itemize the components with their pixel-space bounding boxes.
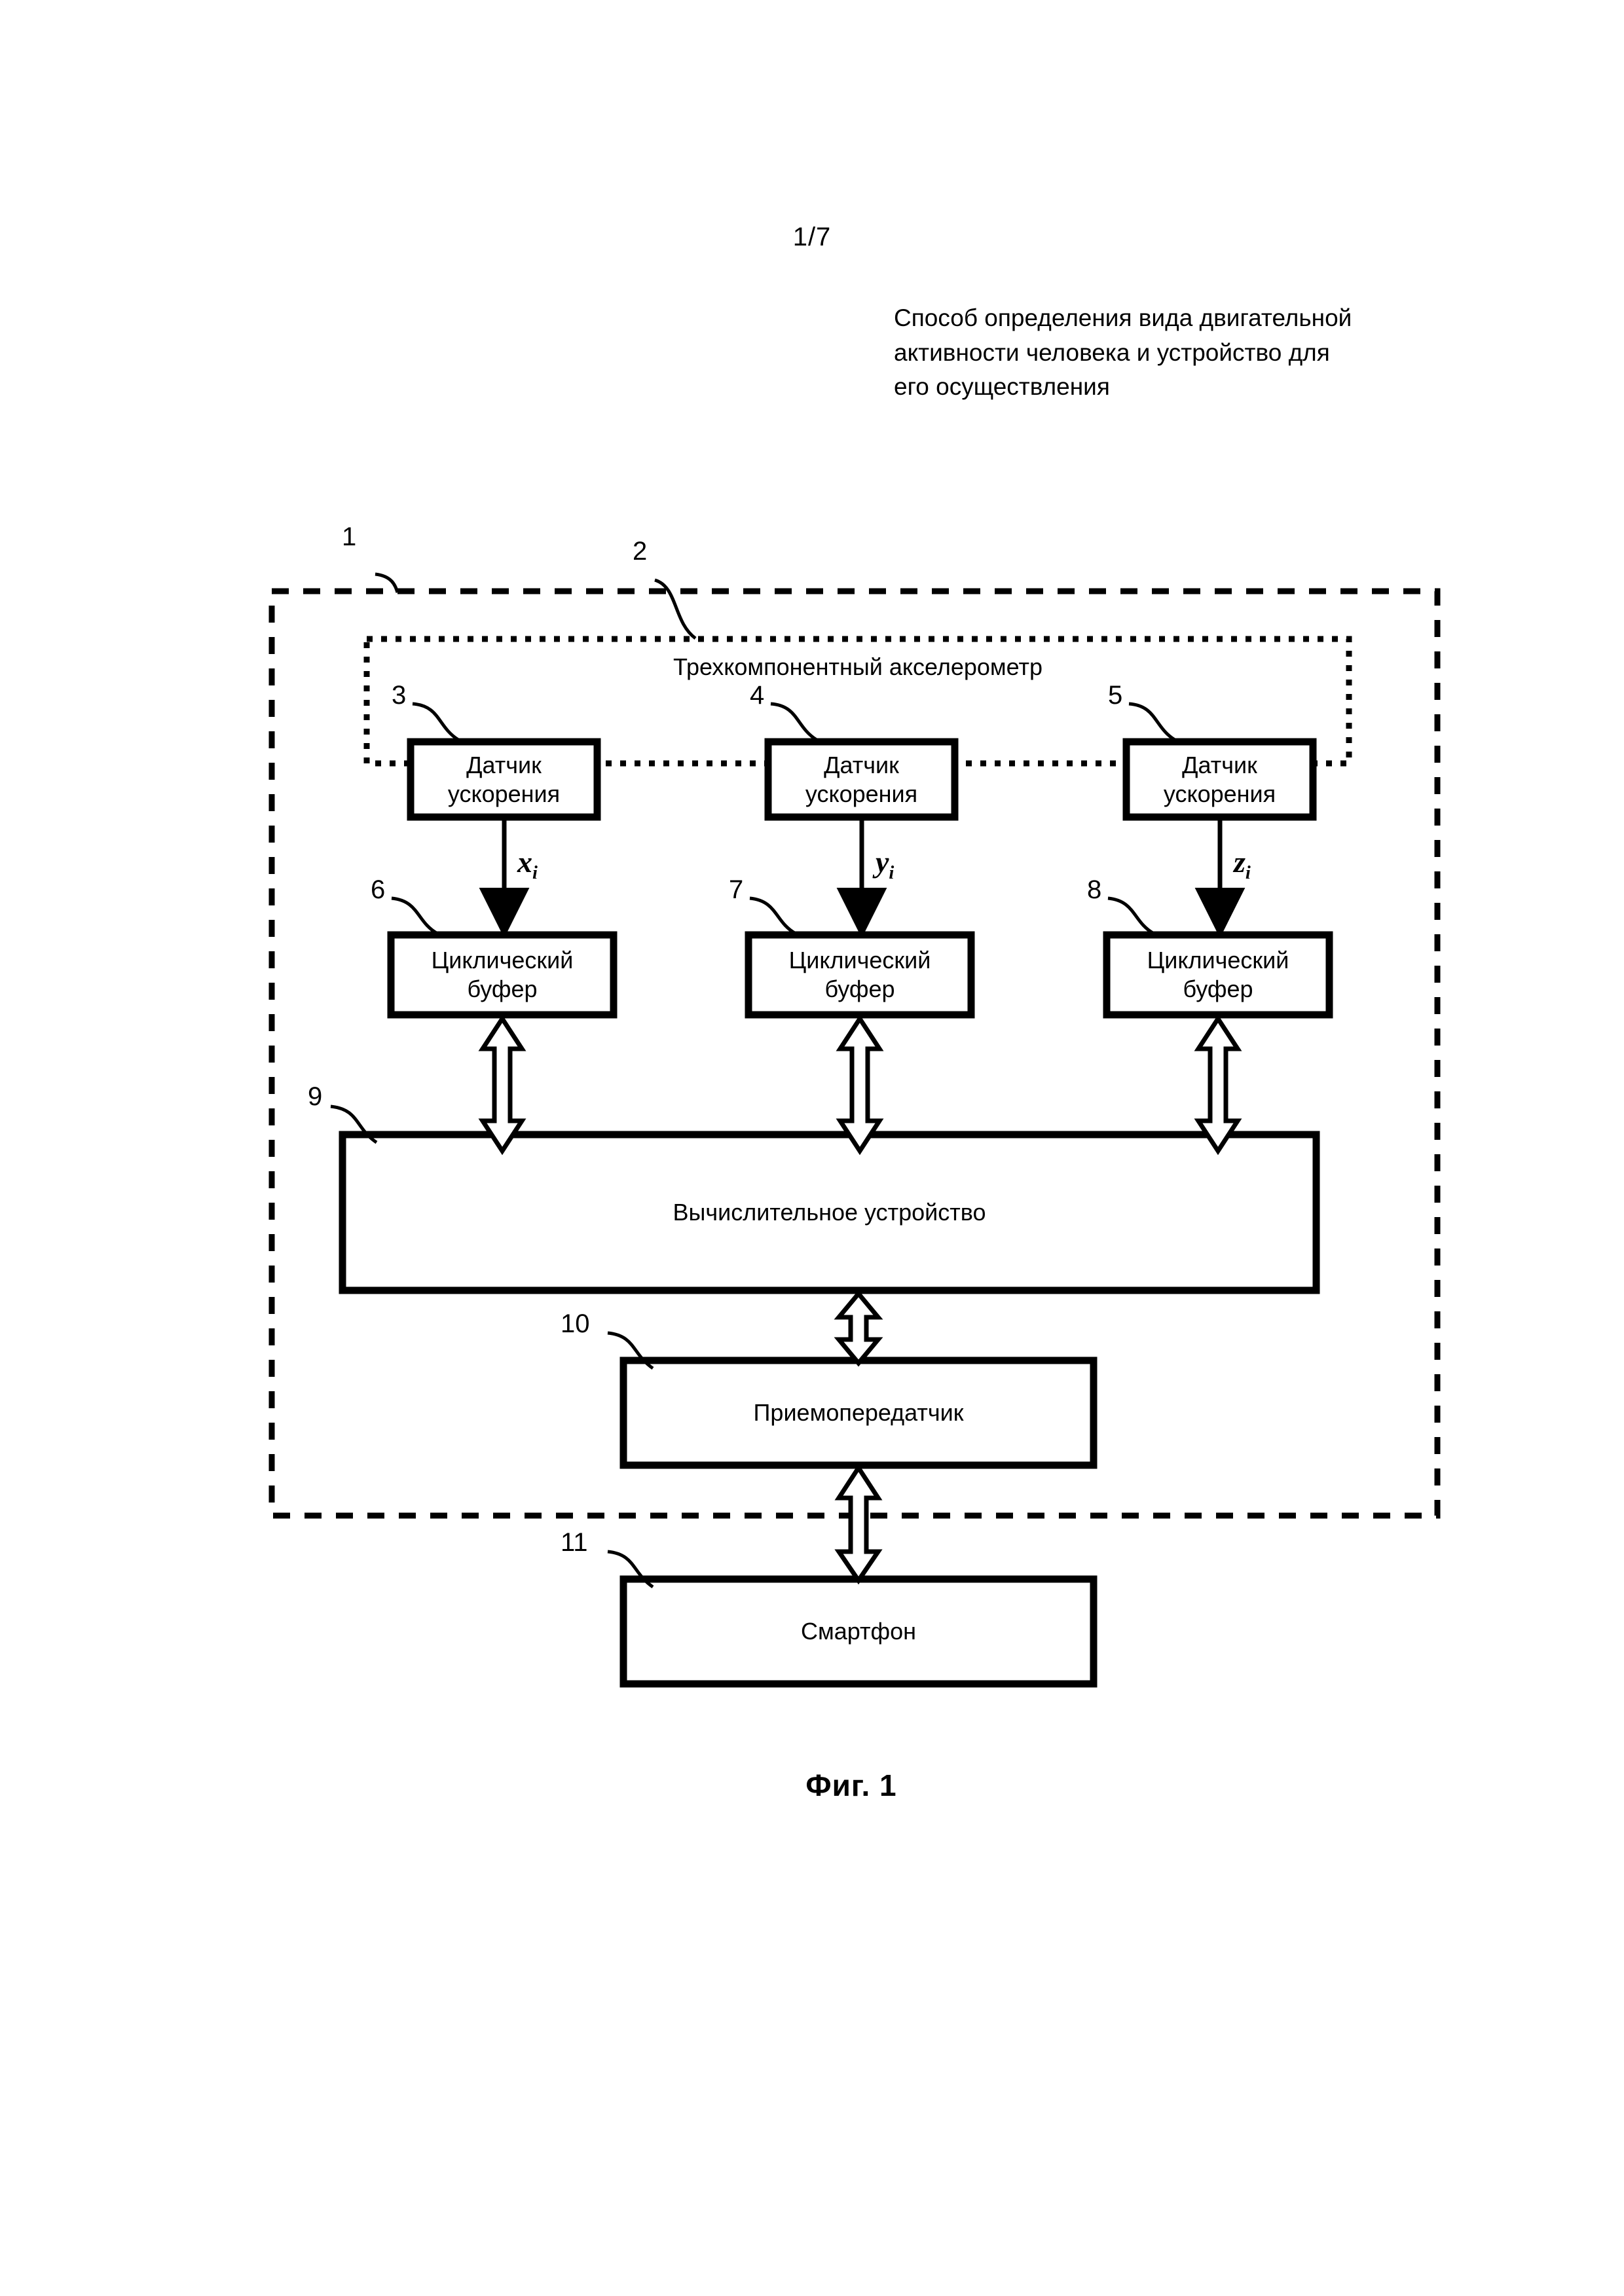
leader-line-3 — [412, 702, 460, 742]
sensor-label-y: Датчик ускорения — [805, 751, 918, 807]
smartphone-label: Смартфон — [800, 1618, 916, 1645]
smartphone-box — [619, 1575, 1098, 1688]
signal-variable-z: zi — [1234, 845, 1251, 884]
leader-line-4 — [770, 702, 818, 742]
ref-number-1: 1 — [342, 522, 357, 551]
leader-line-9 — [330, 1104, 378, 1144]
signal-variable-z-base: z — [1234, 845, 1246, 879]
leader-line-1 — [375, 572, 399, 593]
leader-line-5 — [1128, 702, 1176, 742]
invention-title-line-1: Способ определения вида двигательной — [894, 304, 1352, 331]
leader-line-7 — [749, 896, 797, 936]
bidir-arrow-transceiver-smartphone — [834, 1463, 883, 1585]
invention-title-line-2: активности человека и устройство для — [894, 338, 1330, 366]
invention-title-line-3: его осуществления — [894, 373, 1110, 401]
sensor-box-x — [407, 738, 601, 821]
buffer-label-x: Циклический буфер — [431, 947, 574, 1002]
ref-number-2: 2 — [633, 537, 648, 566]
signal-variable-z-sub: i — [1245, 863, 1251, 884]
ref-number-3: 3 — [392, 681, 407, 710]
leader-line-6 — [391, 896, 439, 936]
bidir-arrow-buffer-z — [1194, 1014, 1242, 1156]
signal-variable-y: yi — [876, 845, 894, 884]
bidir-arrow-buffer-x — [478, 1014, 526, 1156]
accelerometer-group-label: Трехкомпонентный акселерометр — [673, 653, 1043, 680]
ref-number-6: 6 — [371, 875, 386, 904]
buffer-box-x — [387, 931, 618, 1019]
buffer-label-z: Циклический буфер — [1147, 947, 1289, 1002]
signal-variable-y-sub: i — [889, 863, 895, 884]
ref-number-4: 4 — [750, 681, 765, 710]
ref-number-11: 11 — [561, 1528, 588, 1557]
signal-variable-x: xi — [517, 845, 538, 884]
signal-variable-x-sub: i — [532, 863, 538, 884]
leader-line-2 — [654, 578, 697, 640]
compute-unit-box — [339, 1131, 1320, 1294]
leader-line-10 — [607, 1331, 654, 1370]
figure-caption: Фиг. 1 — [805, 1768, 897, 1802]
signal-variable-x-base: x — [517, 845, 532, 879]
ref-number-8: 8 — [1087, 875, 1102, 904]
ref-number-9: 9 — [308, 1082, 323, 1111]
leader-line-11 — [607, 1550, 654, 1589]
sensor-label-z: Датчик ускорения — [1163, 751, 1276, 807]
ref-number-10: 10 — [561, 1309, 590, 1338]
bidir-arrow-buffer-y — [836, 1014, 884, 1156]
transceiver-label: Приемопередатчик — [753, 1399, 964, 1427]
page-number: 1/7 — [792, 223, 832, 251]
bidir-arrow-compute-transceiver — [834, 1290, 883, 1367]
ref-number-5: 5 — [1108, 681, 1123, 710]
signal-variable-y-base: y — [876, 845, 889, 879]
accelerometer-group-boundary — [363, 636, 1352, 767]
buffer-box-y — [745, 931, 975, 1019]
leader-line-8 — [1107, 896, 1155, 936]
invention-title: Способ определения вида двигательной акт… — [894, 301, 1431, 405]
sensor-label-x: Датчик ускорения — [447, 751, 561, 807]
ref-number-7: 7 — [729, 875, 744, 904]
buffer-label-y: Циклический буфер — [788, 947, 931, 1002]
compute-unit-label: Вычислительное устройство — [673, 1199, 986, 1226]
